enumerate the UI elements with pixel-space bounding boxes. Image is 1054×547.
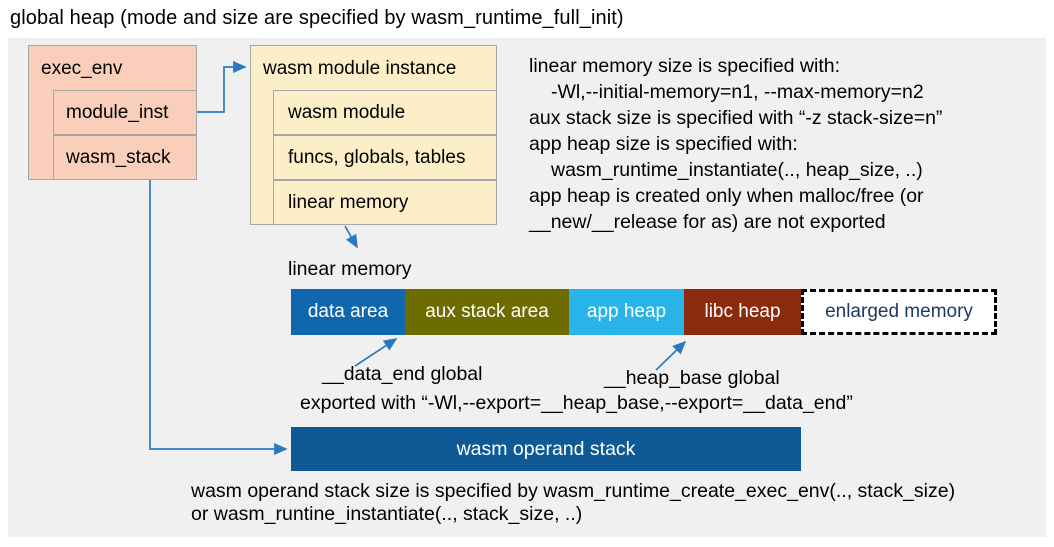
exec-env-field-module-inst: module_inst — [53, 90, 197, 135]
linear-memory-bar: data area aux stack area app heap libc h… — [291, 289, 997, 335]
export-flags-label: exported with “-Wl,--export=__heap_base,… — [300, 392, 853, 414]
note-line: wasm operand stack size is specified by … — [191, 480, 956, 502]
note-line: or wasm_runtine_instantiate(.., stack_si… — [191, 503, 583, 525]
wasm-operand-stack-bar: wasm operand stack — [291, 427, 801, 471]
exec-env-field-wasm-stack: wasm_stack — [53, 135, 197, 180]
exec-env-title: exec_env — [41, 57, 123, 79]
note-line: app heap size is specified with: — [529, 133, 798, 155]
note-line: aux stack size is specified with “-z sta… — [529, 107, 943, 129]
module-instance-field-linear-memory: linear memory — [273, 180, 497, 225]
module-instance-field-funcs-globals-tables: funcs, globals, tables — [273, 135, 497, 180]
module-instance-field-wasm-module: wasm module — [273, 90, 497, 135]
note-line: -Wl,--initial-memory=n1, --max-memory=n2 — [551, 81, 924, 103]
module-instance-title: wasm module instance — [263, 57, 457, 79]
segment-libc-heap: libc heap — [684, 289, 801, 335]
heap-base-global-label: __heap_base global — [604, 367, 780, 389]
segment-data-area: data area — [291, 289, 405, 335]
note-line: app heap is created only when malloc/fre… — [529, 185, 924, 207]
note-line: __new/__release for as) are not exported — [529, 211, 886, 233]
page-title: global heap (mode and size are specified… — [10, 7, 624, 29]
data-end-global-label: __data_end global — [322, 363, 483, 385]
operand-stack-notes: wasm operand stack size is specified by … — [191, 480, 955, 526]
linear-memory-label: linear memory — [288, 258, 412, 280]
note-line: wasm_runtime_instantiate(.., heap_size, … — [551, 159, 923, 181]
segment-app-heap: app heap — [569, 289, 684, 335]
segment-aux-stack-area: aux stack area — [405, 289, 569, 335]
segment-enlarged-memory: enlarged memory — [801, 289, 997, 335]
size-notes: linear memory size is specified with: -W… — [529, 53, 1041, 235]
note-line: linear memory size is specified with: — [529, 55, 841, 77]
